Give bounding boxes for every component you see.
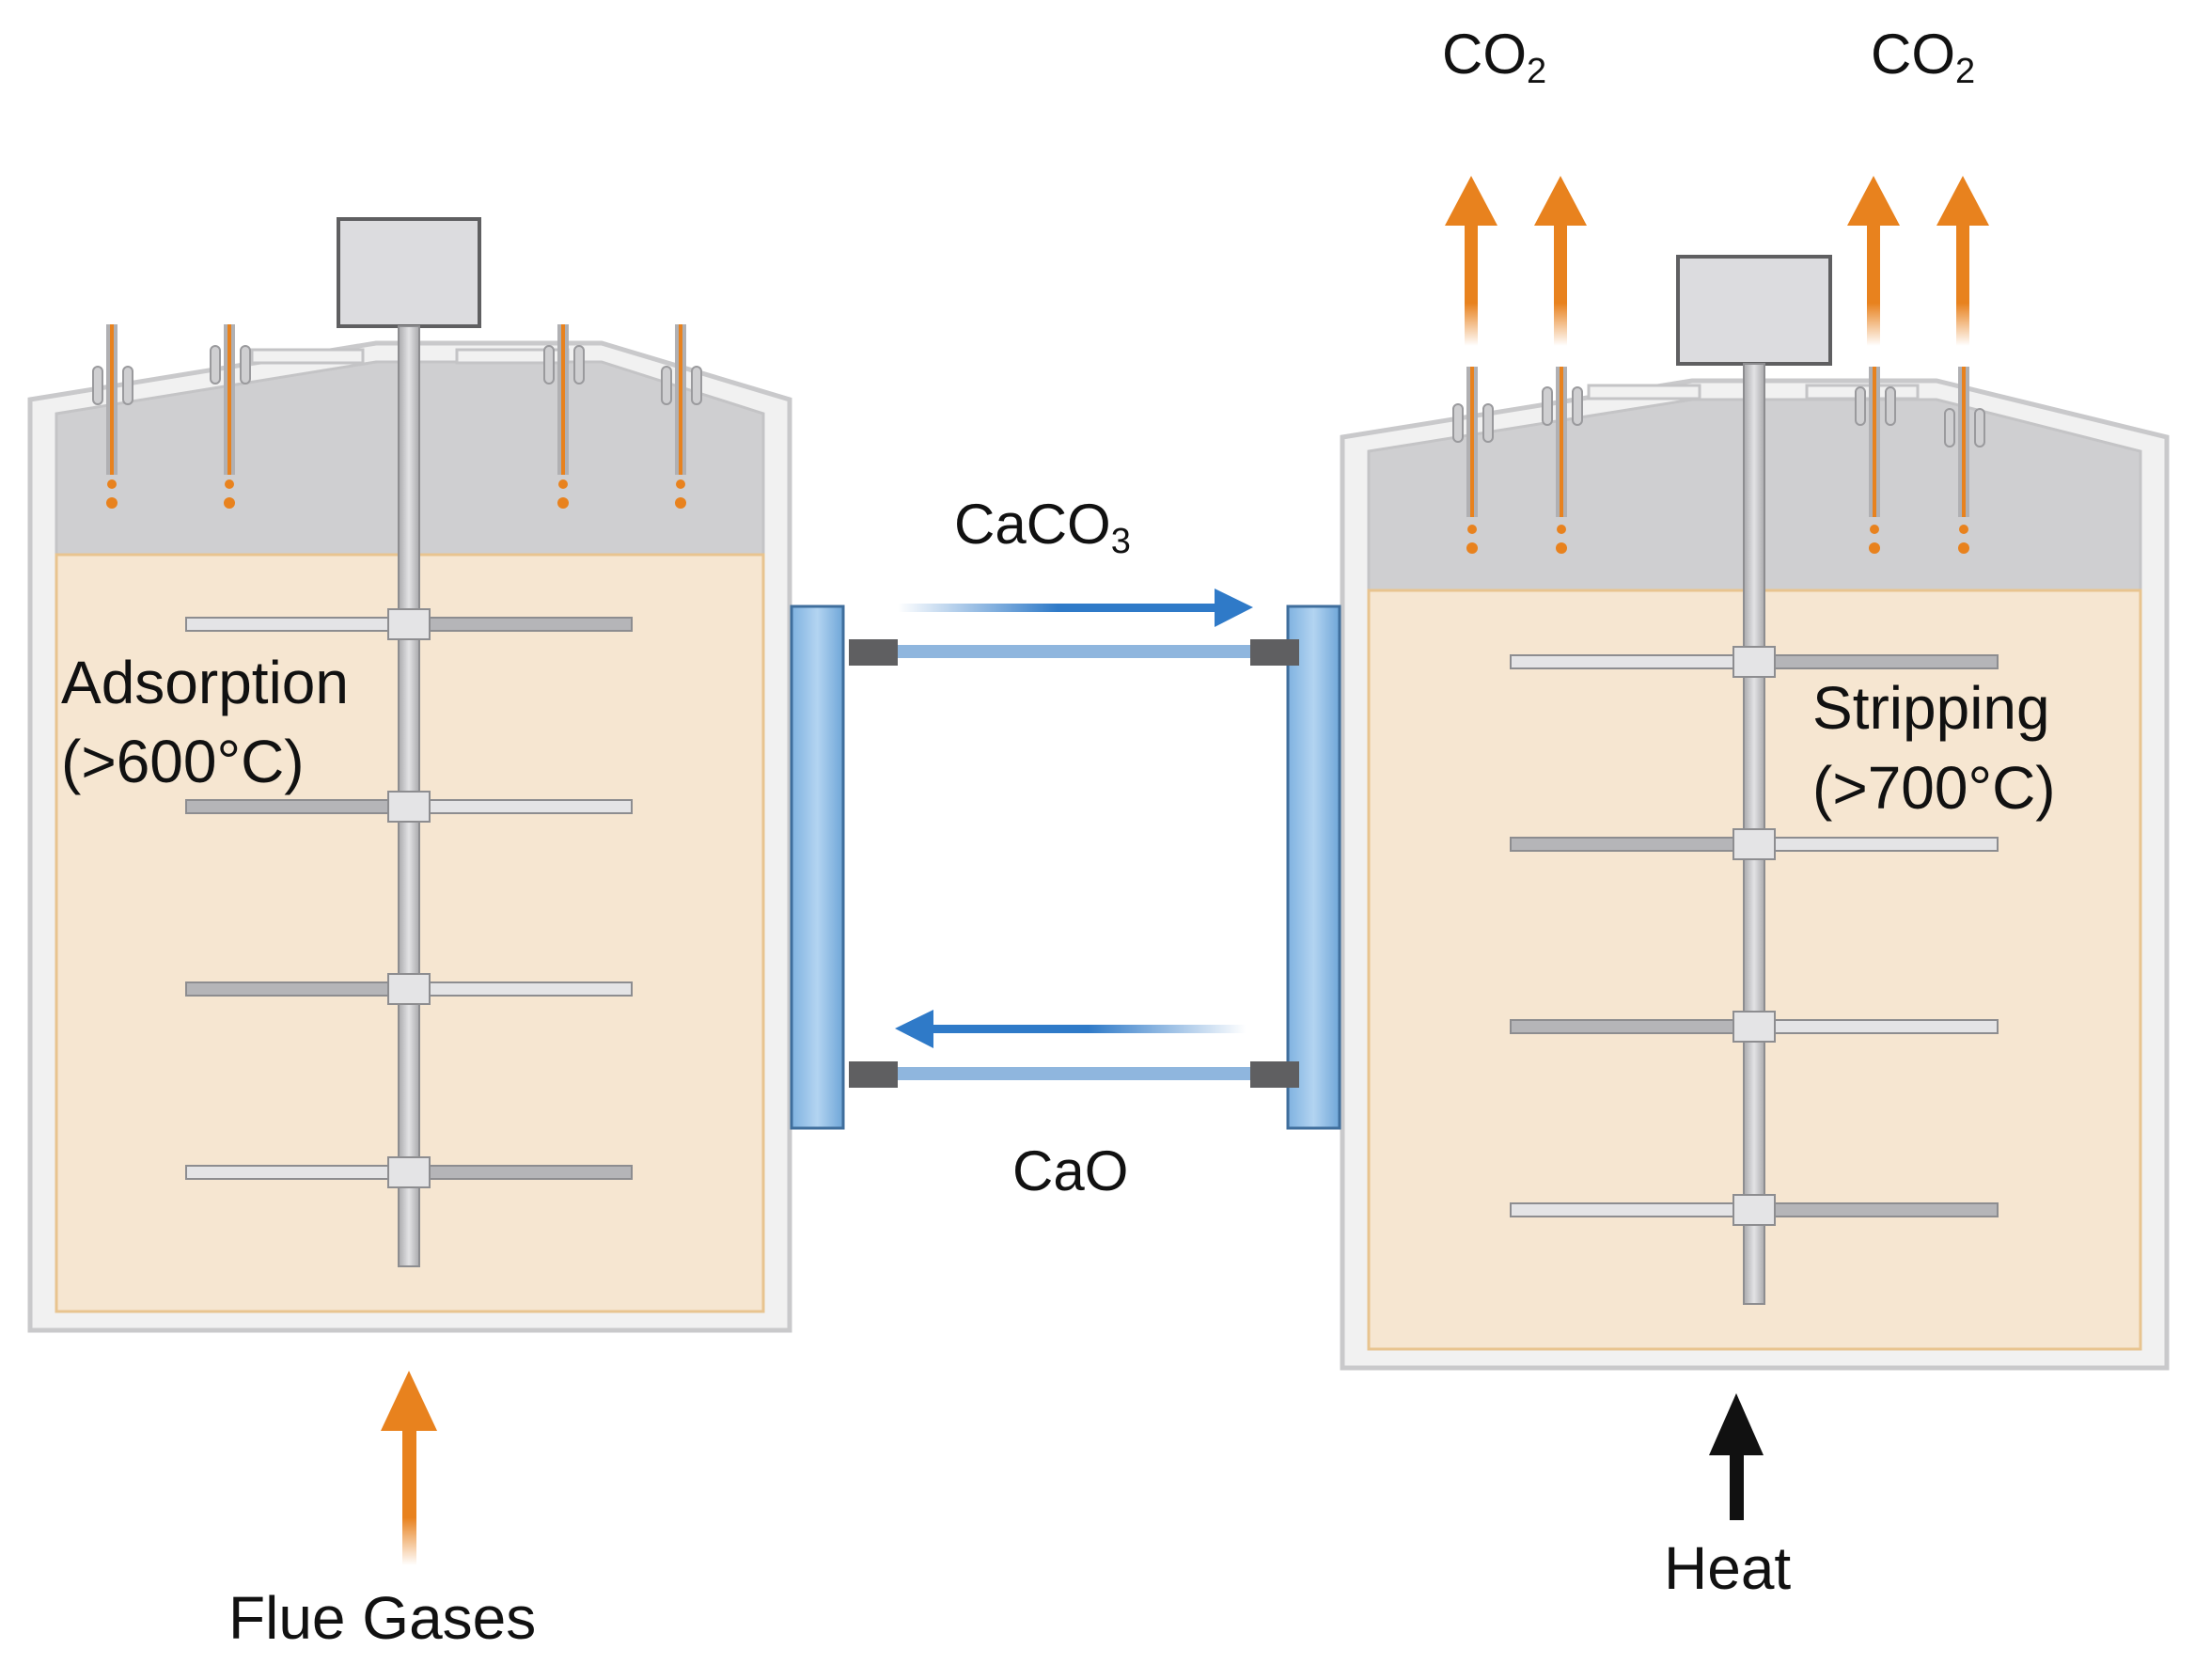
stripping-tank-port-left [1587,384,1701,400]
adsorption-label: Adsorption [61,649,349,716]
agitator-blade [185,1156,633,1188]
agitator-blade [185,973,633,1005]
electrode [543,324,585,509]
top-pipe-cap-right [1250,639,1299,666]
electrode [1855,367,1896,554]
electrode [661,324,702,509]
up-arrow-icon [1936,176,1989,346]
agitator-blade [185,791,633,823]
up-arrow-icon [1847,176,1900,346]
electrode [92,324,133,509]
bottom-pipe-cap-right [1250,1061,1299,1088]
stripping-electrodes [1452,367,1985,554]
agitator-blade [1510,1194,1999,1226]
top-transfer-pipe [898,645,1250,658]
stripping-tank [1340,255,2170,1371]
agitator-blade [185,608,633,640]
transfer-system [790,589,1341,1130]
flue-gases-label: Flue Gases [228,1584,536,1652]
adsorption-tank [27,217,792,1333]
left-transfer-panel [790,604,845,1130]
up-arrow-icon [1534,176,1587,346]
flue-gas-arrow-icon [381,1371,437,1565]
adsorption-temp-label: (>600°C) [61,728,305,795]
electrode [1944,367,1985,554]
cao-label: CaO [1012,1139,1128,1202]
agitator-blade [1510,828,1999,860]
co2-right-label: CO2 [1871,23,1975,91]
agitator-blade [1510,646,1999,678]
up-arrow-icon [1445,176,1497,346]
agitator-motor [337,217,481,328]
co2-outlet-arrows [1445,176,1989,346]
adsorption-tank-port-left [250,348,365,365]
electrode [210,324,251,509]
caco3-label: CaCO3 [954,493,1131,561]
heat-label: Heat [1664,1534,1791,1602]
electrode [1542,367,1583,554]
stripping-temp-label: (>700°C) [1812,754,2056,822]
stripping-label: Stripping [1812,674,2050,742]
bottom-transfer-pipe [898,1067,1250,1080]
co2-left-label: CO2 [1442,23,1546,91]
adsorption-electrodes [92,324,702,509]
agitator-blade [1510,1011,1999,1043]
right-transfer-panel [1286,604,1341,1130]
stripping-agitator [1510,255,1999,1305]
adsorption-agitator [185,217,633,1267]
top-pipe-cap-left [849,639,898,666]
heat-arrow-icon [1709,1393,1764,1520]
electrode [1452,367,1494,554]
cao-flow-arrow [895,1010,1246,1048]
bottom-pipe-cap-left [849,1061,898,1088]
caco3-flow-arrow [898,589,1253,627]
agitator-motor [1676,255,1832,366]
